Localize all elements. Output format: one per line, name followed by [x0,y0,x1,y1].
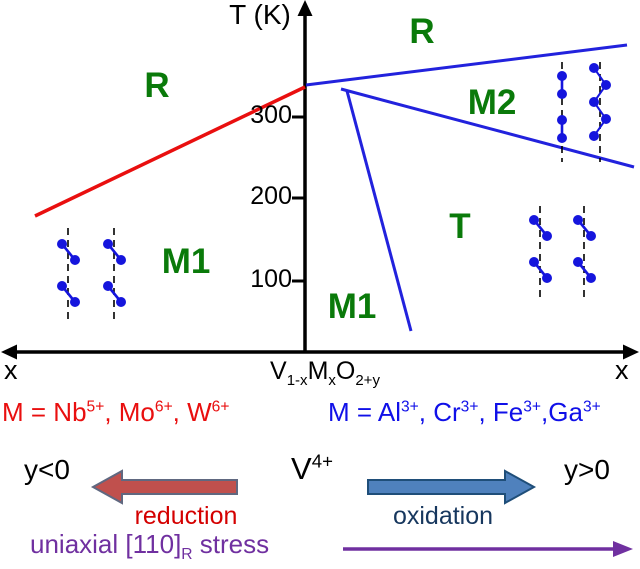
y-negative-label: y<0 [24,454,70,485]
chemical-formula: V1-xMxO2+y [270,357,380,389]
region-label-m2: M2 [467,83,517,122]
y-positive-label: y>0 [564,454,610,485]
region-label-m1-bottom: M1 [327,287,377,326]
m1-dimer-pattern-icon [57,228,126,322]
t-axis-arrowhead [297,0,313,16]
reduction-dopants-text: M = Nb5+, Mo6+, W6+ [2,397,230,427]
t-dimer-pattern-icon [529,206,596,300]
reduction-arrow [90,469,238,505]
v4-ion-label: V4+ [291,450,333,486]
region-label-m1-left: M1 [161,242,211,281]
oxidation-dopants-text: M = Al3+, Cr3+, Fe3+,Ga3+ [328,397,601,427]
uniaxial-stress-label: uniaxial [110]R stress [30,529,270,564]
x-axis-left-arrowhead [1,344,17,360]
blue-boundary-m1-t [345,90,413,332]
blue-boundary-m2-lower [340,87,635,169]
m2-dimer-pattern-icon [557,62,611,162]
region-label-r-right: R [409,12,435,51]
blue-phase-boundaries [305,43,635,332]
reduction-label: reduction [134,502,238,530]
x-axis-label-right: x [615,355,629,385]
tick-label-200: 200 [250,182,292,210]
stress-arrow [343,541,633,557]
axes [1,0,639,360]
red-phase-boundary [34,85,306,218]
tick-label-100: 100 [250,265,292,293]
region-label-t: T [449,207,471,246]
blue-boundary-upper [305,43,628,87]
region-label-r-left: R [144,66,170,105]
oxidation-label: oxidation [392,502,494,530]
x-axis-label-left: x [4,355,18,385]
tick-label-300: 300 [250,101,292,129]
oxidation-arrow [367,469,537,505]
t-axis-label: T (K) [229,0,291,30]
x-axis-right-arrowhead [623,344,639,360]
